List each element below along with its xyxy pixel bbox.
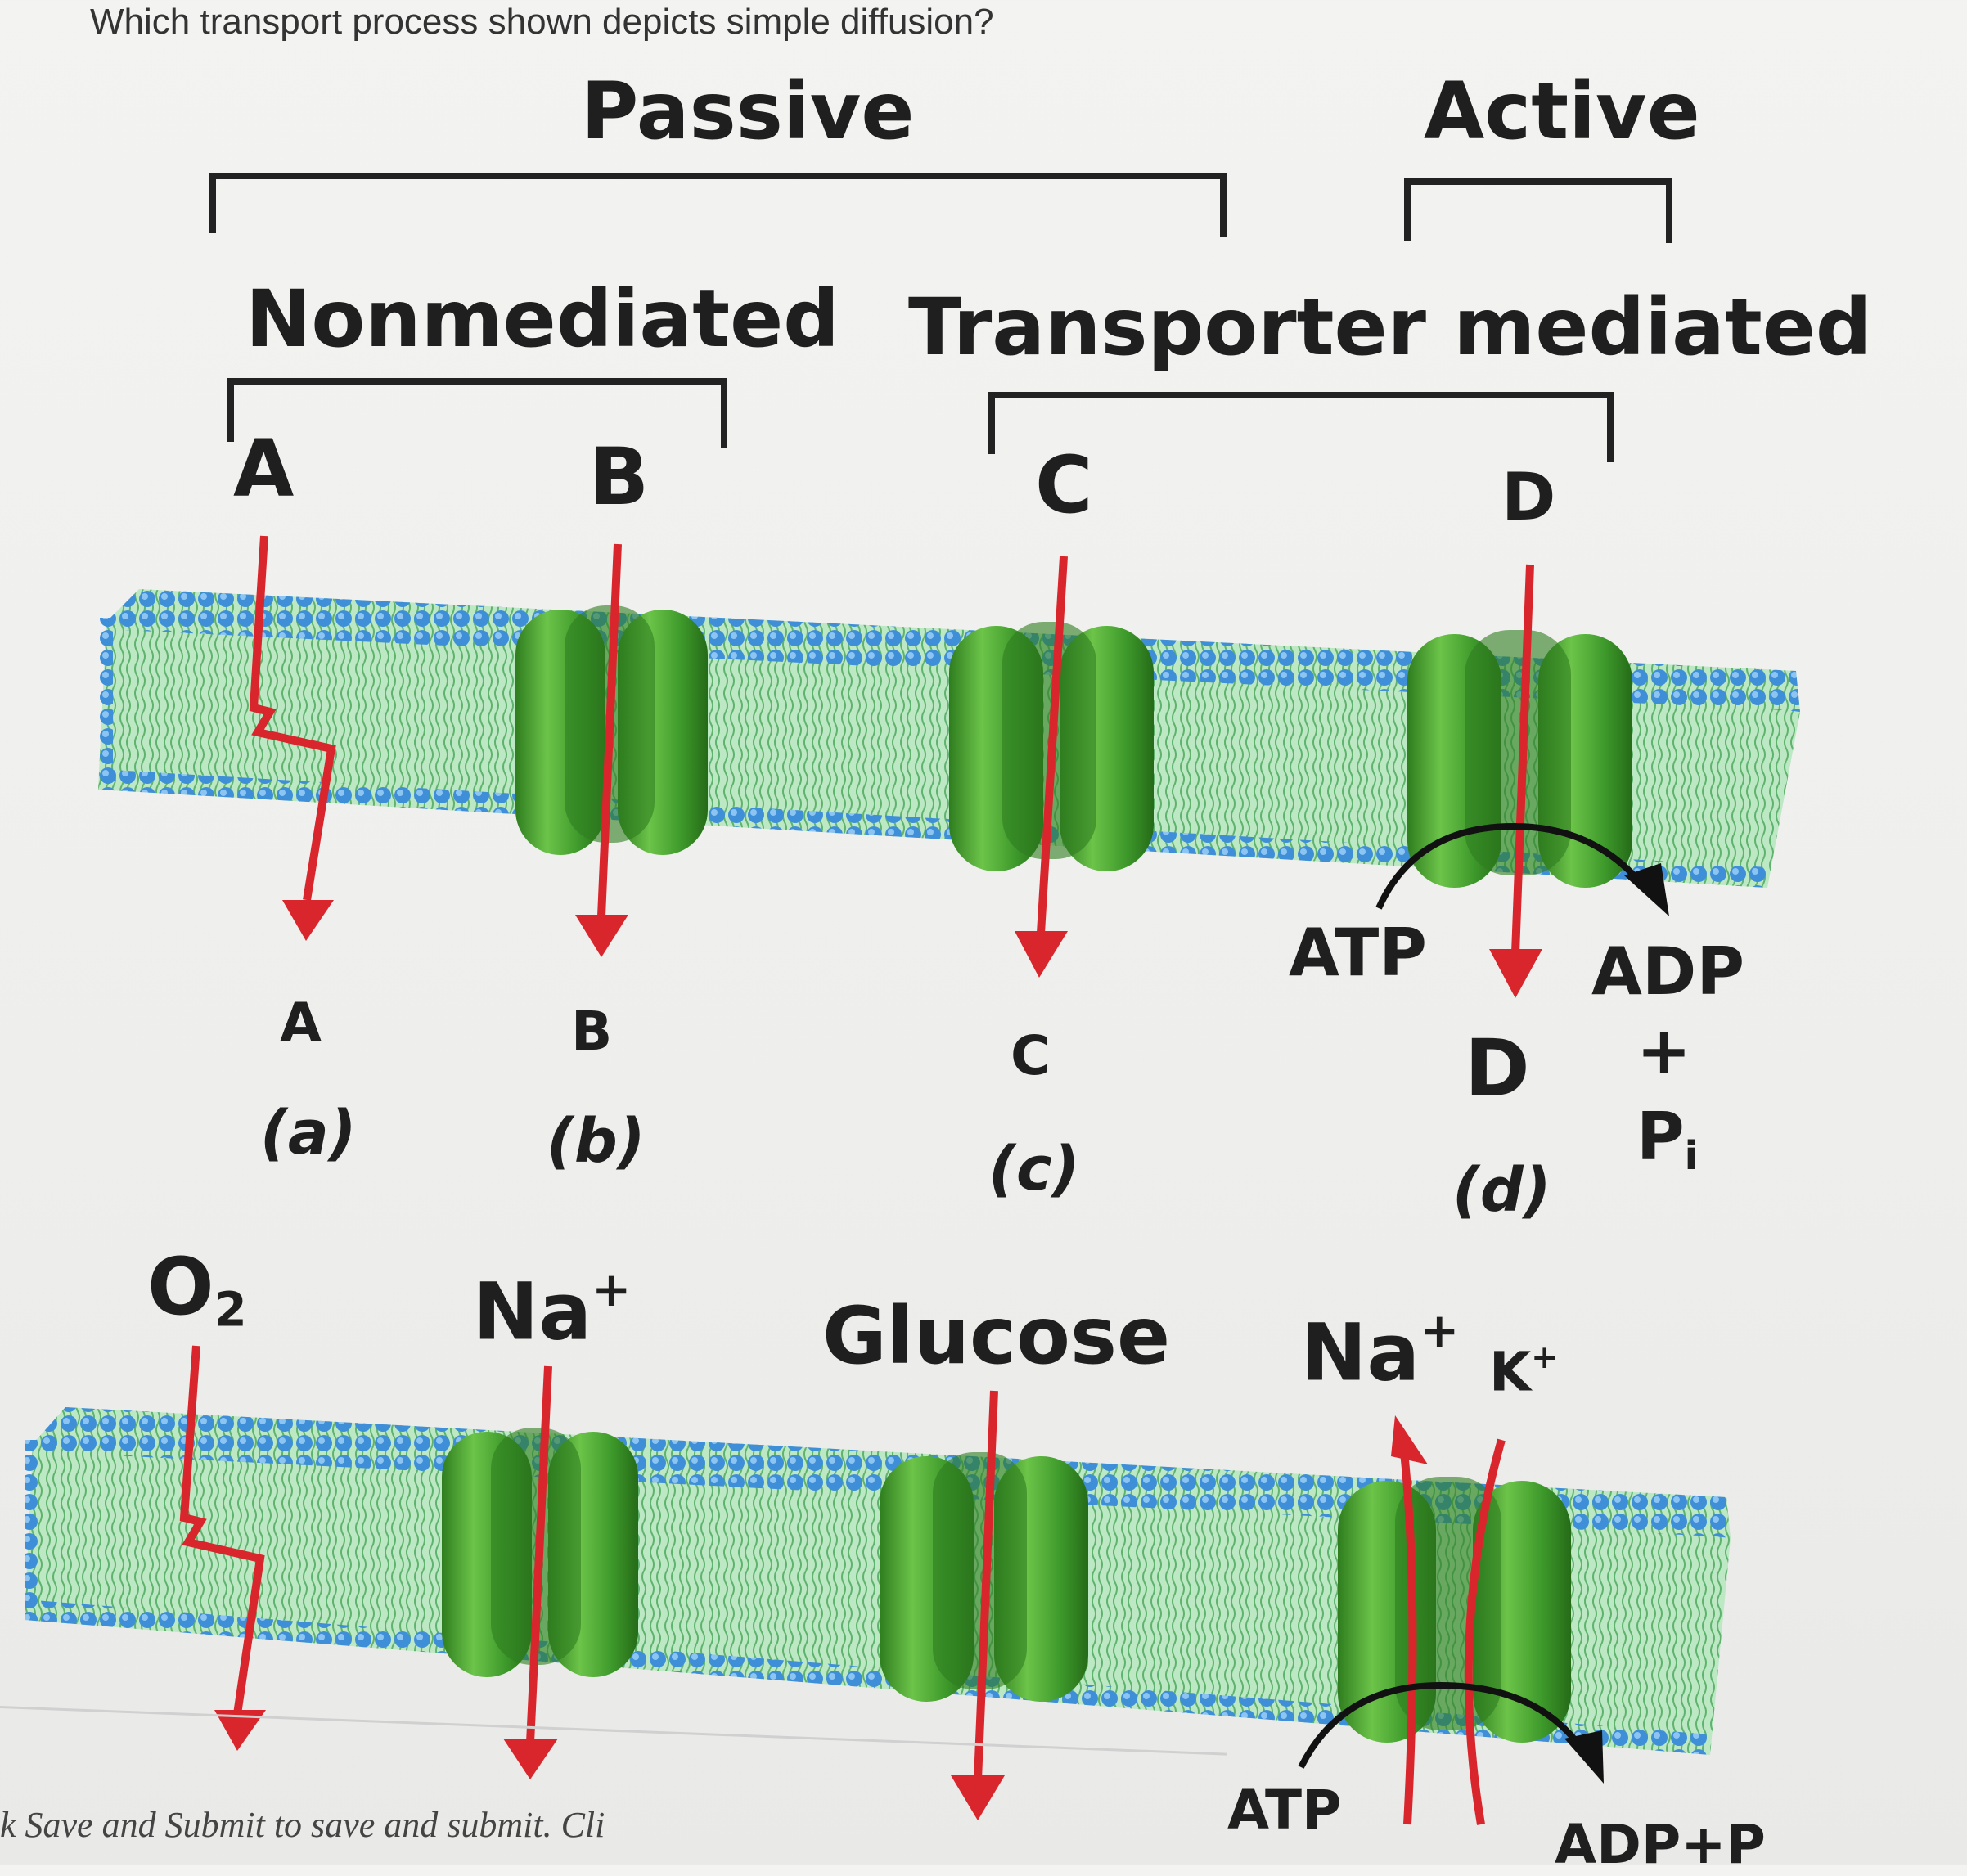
na-pump-label: Na+ [1301, 1303, 1460, 1399]
transporter-mediated-bracket [988, 392, 1614, 462]
passive-bracket [209, 173, 1227, 237]
arrowhead-na [503, 1739, 558, 1779]
plus-label: + [1636, 1013, 1692, 1089]
caption-d: (d) [1452, 1155, 1551, 1226]
solute-label-d-top: D [1501, 459, 1556, 535]
caption-b: (b) [547, 1106, 646, 1176]
solute-label-b-top: B [589, 431, 650, 523]
solute-label-a-top: A [233, 423, 295, 515]
active-bracket [1404, 178, 1672, 243]
solute-label-b-bottom: B [571, 1000, 613, 1063]
caption-a: (a) [260, 1098, 357, 1168]
active-label: Active [1424, 65, 1700, 157]
arrowhead-a [282, 900, 334, 941]
adp-bottom-label: ADP+P [1555, 1813, 1766, 1876]
pi-label: Pi [1636, 1099, 1699, 1179]
k-in-arrow [1464, 1438, 1506, 1825]
transporter-mediated-label: Transporter mediated [908, 281, 1872, 373]
caption-c: (c) [988, 1134, 1080, 1204]
arrowhead-b [575, 915, 628, 957]
arrowhead-glucose [951, 1775, 1005, 1820]
atp-bottom-label: ATP [1227, 1779, 1342, 1842]
arrowhead-c [1015, 931, 1068, 978]
channel-protein-na [442, 1428, 638, 1677]
arrowhead-d [1489, 949, 1542, 998]
solute-label-d-bottom: D [1465, 1023, 1530, 1114]
passive-label: Passive [581, 65, 915, 157]
glucose-label: Glucose [822, 1290, 1171, 1382]
atp-adp-arrowhead [1624, 863, 1669, 916]
channel-arrow-na [526, 1365, 552, 1743]
adp-label: ADP [1591, 934, 1744, 1010]
atp-adp-curved-arrow [1375, 822, 1648, 910]
arrowhead-o2 [214, 1710, 266, 1751]
pump-arrow-d [1511, 564, 1534, 954]
channel-protein-b [515, 605, 708, 855]
nonmediated-label: Nonmediated [245, 273, 839, 365]
atp-label: ATP [1289, 915, 1427, 991]
pump-protein-na-k [1338, 1477, 1571, 1743]
nonmediated-bracket [227, 378, 727, 448]
atp-adp-arrowhead-bottom [1564, 1730, 1604, 1784]
diffusion-arrow-o2 [179, 1345, 265, 1715]
atp-adp-curved-arrow-bottom [1298, 1681, 1587, 1769]
question-text: Which transport process shown depicts si… [90, 2, 994, 42]
k-label: K+ [1489, 1338, 1559, 1404]
pump-protein-d [1407, 630, 1632, 888]
channel-arrow-b [597, 543, 622, 917]
footer-instructions: k Save and Submit to save and submit. Cl… [0, 1805, 605, 1845]
solute-label-a-bottom: A [280, 992, 322, 1055]
na-label: Na+ [473, 1262, 632, 1358]
diffusion-arrow-a [249, 535, 336, 901]
carrier-arrow-c [1037, 556, 1068, 934]
o2-label: O2 [147, 1241, 247, 1338]
carrier-protein-glucose [880, 1452, 1088, 1702]
solute-label-c-bottom: C [1011, 1024, 1051, 1087]
solute-label-c-top: C [1035, 439, 1093, 531]
carrier-arrow-glucose [974, 1390, 998, 1780]
arrowhead-na-out [1391, 1415, 1428, 1464]
na-out-arrow [1399, 1443, 1417, 1825]
